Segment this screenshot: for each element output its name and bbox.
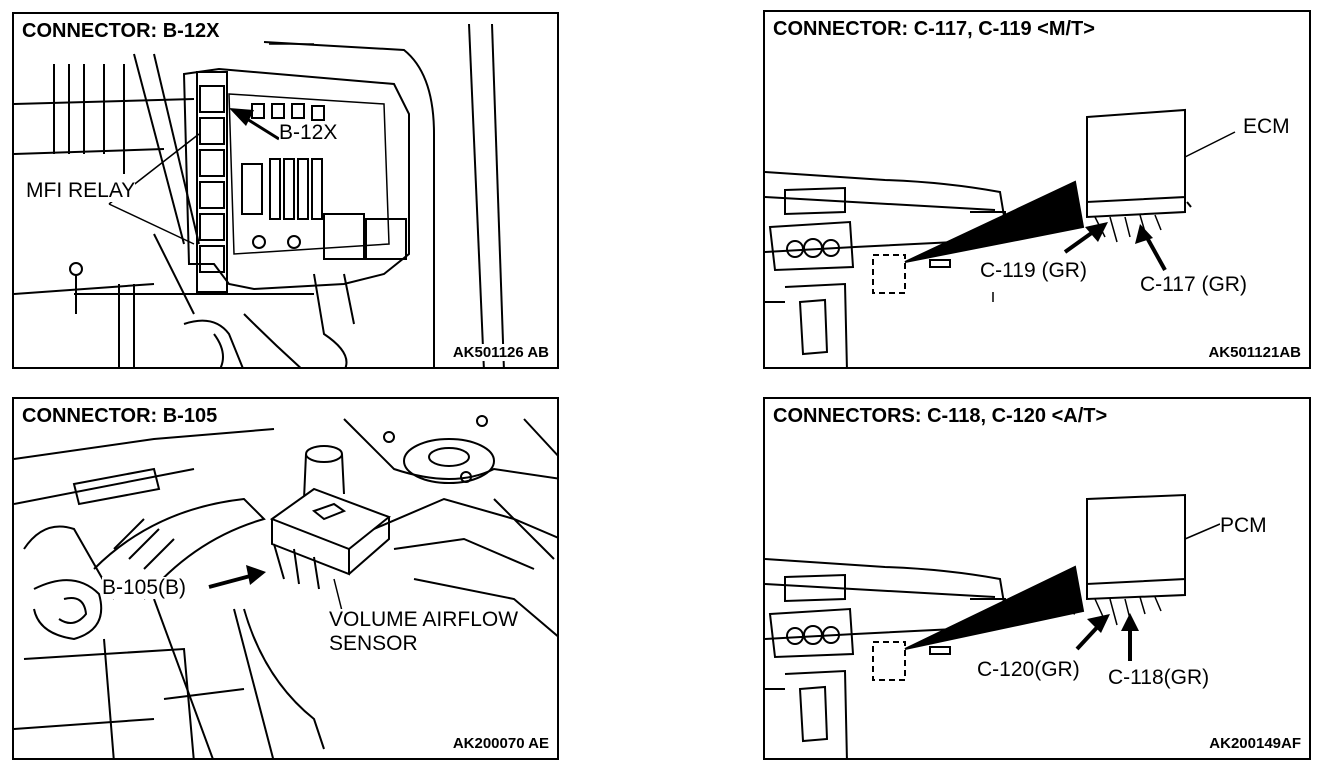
panel-connector-c117-c119: CONNECTOR: C-117, C-119 <M/T> ECM C-119 … (763, 10, 1311, 369)
illustration-engine-relay-box (14, 23, 505, 367)
arrow-b12x (229, 108, 254, 126)
figure-code: AK501126 AB (452, 344, 549, 361)
module-label-pcm: PCM (1220, 514, 1267, 537)
panel-connector-b12x: CONNECTOR: B-12X B-12X MFI RELAY AK50112… (12, 12, 559, 369)
figure-code: AK200070 AE (452, 735, 549, 752)
connector-label-b105: B-105(B) (102, 576, 187, 599)
connector-label-b12x: B-12X (279, 121, 338, 144)
sensor-label-line1: VOLUME AIRFLOW (329, 608, 519, 631)
panel-title: CONNECTORS: C-118, C-120 <A/T> (773, 405, 1112, 428)
illustration-dashboard-ecm (765, 108, 1236, 367)
panel-title: CONNECTOR: C-117, C-119 <M/T> (773, 18, 1099, 41)
figure-code: AK200149AF (1209, 735, 1301, 752)
arrow-c119 (1085, 222, 1108, 242)
module-label-ecm: ECM (1243, 115, 1290, 138)
arrow-c117 (1135, 224, 1153, 244)
arrow-b105 (246, 565, 266, 585)
illustration-dashboard-pcm (765, 493, 1221, 758)
arrow-c120 (1087, 614, 1110, 633)
panel-title: CONNECTOR: B-105 (22, 405, 222, 428)
figure-code: AK501121AB (1208, 344, 1301, 361)
panel-connector-c118-c120: CONNECTORS: C-118, C-120 <A/T> PCM C-120… (763, 397, 1311, 760)
panel-title: CONNECTOR: B-12X (22, 20, 224, 43)
relay-label: MFI RELAY (26, 179, 136, 202)
connector-label-c117: C-117 (GR) (1140, 273, 1247, 296)
connector-label-c118: C-118(GR) (1108, 666, 1210, 689)
panel-connector-b105: CONNECTOR: B-105 B-105(B) VOLUME AIRFLOW… (12, 397, 559, 760)
sensor-label-line2: SENSOR (329, 632, 418, 655)
arrow-c118 (1121, 613, 1139, 631)
connector-label-c120: C-120(GR) (977, 658, 1080, 681)
illustration-engine-airflow-sensor (14, 415, 557, 758)
connector-label-c119: C-119 (GR) (980, 259, 1087, 282)
